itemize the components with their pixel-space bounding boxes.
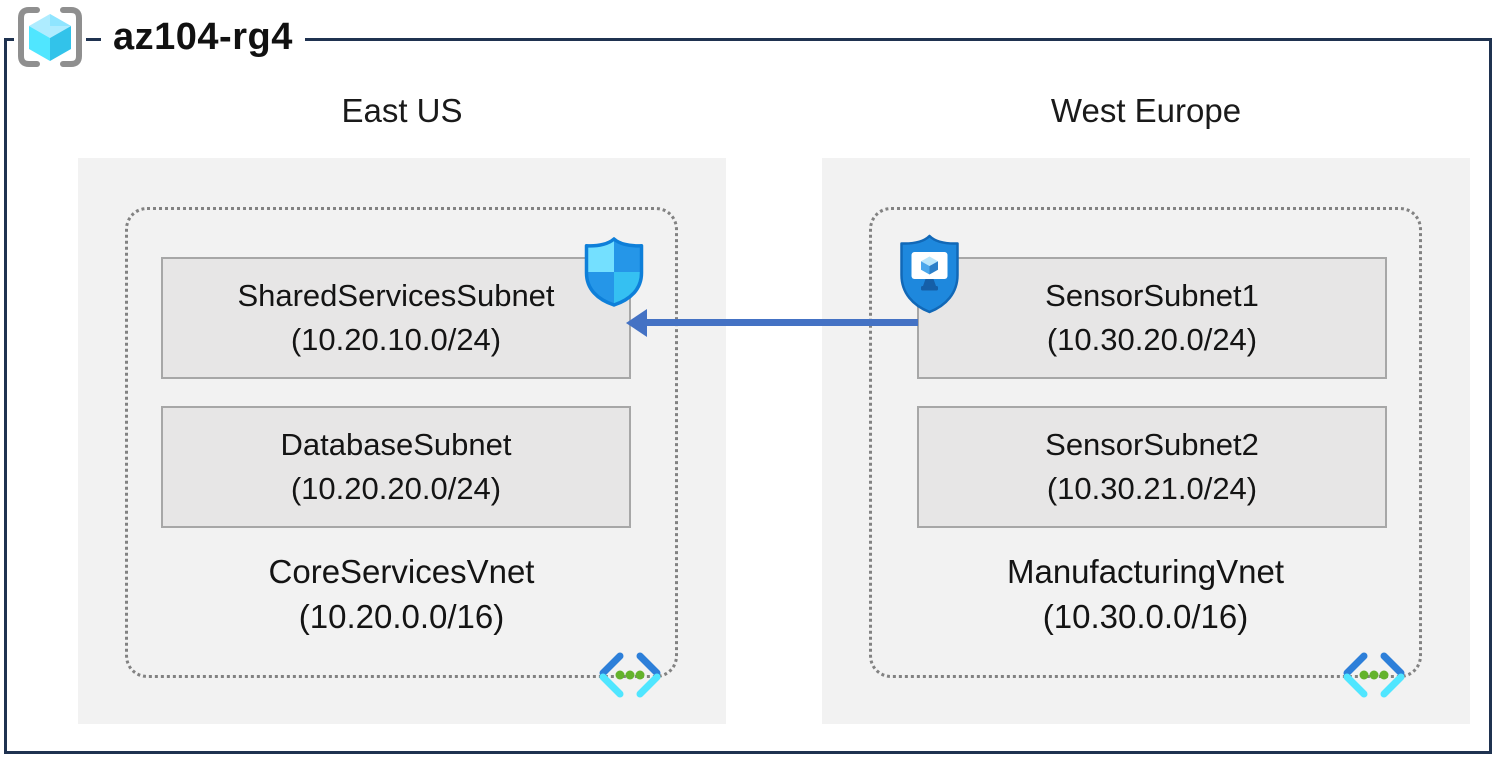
- resource-group-frame: [4, 38, 1492, 754]
- vnet-label-manufacturing: ManufacturingVnet (10.30.0.0/16): [872, 550, 1419, 640]
- application-security-group-shield-icon: [898, 233, 961, 315]
- subnet-sensor1: SensorSubnet1 (10.30.20.0/24): [917, 257, 1387, 379]
- subnet-database: DatabaseSubnet (10.20.20.0/24): [161, 406, 631, 528]
- virtual-network-icon: [1341, 651, 1407, 699]
- vnet-cidr: (10.20.0.0/16): [298, 597, 505, 635]
- resource-group-header: az104-rg4: [14, 4, 305, 70]
- region-label-west-europe: West Europe: [1050, 92, 1242, 129]
- region-label-east-us: East US: [341, 92, 463, 129]
- subnet-cidr: (10.30.20.0/24): [1046, 322, 1258, 357]
- vnet-box-coreservices: SharedServicesSubnet (10.20.10.0/24) Dat…: [125, 207, 678, 698]
- subnet-cidr: (10.30.21.0/24): [1046, 471, 1258, 506]
- vnet-box-manufacturing: SensorSubnet1 (10.30.20.0/24) SensorSubn…: [869, 207, 1422, 698]
- subnet-name: SensorSubnet2: [1045, 426, 1259, 462]
- network-security-group-shield-icon: [583, 235, 645, 308]
- vnet-peering-arrow: [626, 309, 918, 337]
- subnet-name: DatabaseSubnet: [280, 426, 512, 462]
- virtual-network-icon: [597, 651, 663, 699]
- resource-group-icon: [14, 4, 86, 70]
- vnet-name: CoreServicesVnet: [268, 553, 535, 590]
- subnet-name: SensorSubnet1: [1045, 277, 1259, 313]
- subnet-cidr: (10.20.20.0/24): [290, 471, 502, 506]
- subnet-sensor2: SensorSubnet2 (10.30.21.0/24): [917, 406, 1387, 528]
- vnet-name: ManufacturingVnet: [1006, 553, 1284, 590]
- subnet-sharedservices: SharedServicesSubnet (10.20.10.0/24): [161, 257, 631, 379]
- region-box-east-us: SharedServicesSubnet (10.20.10.0/24) Dat…: [78, 158, 726, 724]
- subnet-name: SharedServicesSubnet: [237, 277, 555, 313]
- vnet-cidr: (10.30.0.0/16): [1042, 597, 1249, 635]
- arrow-shaft: [642, 319, 918, 326]
- vnet-label-coreservices: CoreServicesVnet (10.20.0.0/16): [128, 550, 675, 640]
- arrow-head-left: [626, 309, 647, 337]
- resource-group-title: az104-rg4: [101, 4, 305, 70]
- subnet-cidr: (10.20.10.0/24): [290, 322, 502, 357]
